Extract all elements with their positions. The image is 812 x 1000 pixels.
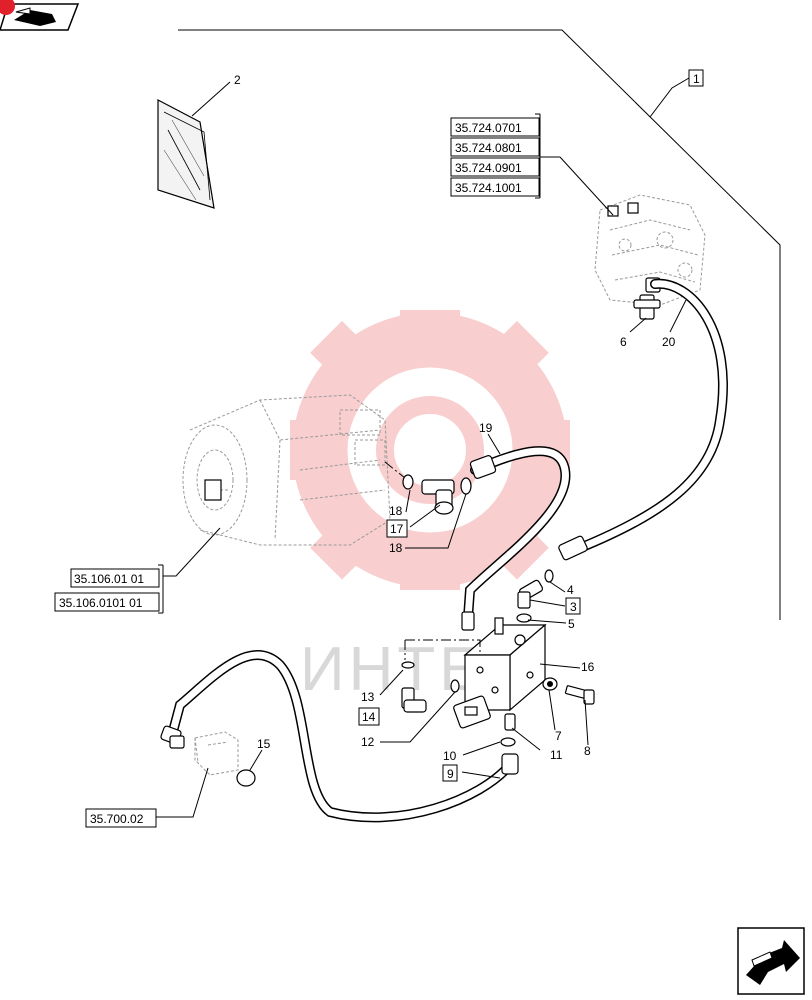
svg-text:3: 3 [570,600,577,614]
hydraulic-pump [182,394,391,546]
oring-10 [500,737,516,747]
fitting-11 [504,713,516,731]
svg-text:35.724.0701: 35.724.0701 [455,121,522,135]
elbow-fitting-17 [421,479,455,515]
callout-16[interactable]: 16 [581,660,595,674]
cap-15 [236,769,256,787]
callout-13[interactable]: 13 [361,690,375,704]
solenoid-valve [453,695,491,729]
elbow-fitting-3 [517,579,544,609]
motor-reference[interactable]: 35.700.02 [85,808,157,828]
callout-19[interactable]: 19 [479,421,493,435]
control-valve-block [594,194,706,306]
oring-5 [516,613,532,623]
pump-ref-010101[interactable]: 35.106.01 01 [70,568,160,588]
valve-reference-list: 35.724.0701 35.724.0801 35.724.0901 35.7… [450,113,541,199]
pump-ref-0101[interactable]: 35.106.0101 01 [54,592,160,612]
svg-text:35.106.01 01: 35.106.01 01 [74,572,144,586]
callout-8[interactable]: 8 [584,744,591,758]
notification-badge [0,0,15,15]
svg-text:1: 1 [693,72,700,86]
pump-reference-list: 35.106.01 01 35.106.0101 01 [54,568,160,612]
oring-18a [402,474,414,490]
callout-17[interactable]: 17 [386,519,408,538]
callout-4[interactable]: 4 [567,583,574,597]
callout-15[interactable]: 15 [257,737,271,751]
oring-12 [450,679,460,693]
hose-9 [160,650,519,823]
svg-text:35.724.1001: 35.724.1001 [455,181,522,195]
oring-4 [544,569,554,583]
callout-5[interactable]: 5 [568,617,575,631]
hose-20 [558,278,728,561]
forward-arrow-icon [746,940,800,985]
svg-text:35.724.0901: 35.724.0901 [455,161,522,175]
svg-text:14: 14 [362,710,376,724]
callout-7[interactable]: 7 [555,729,562,743]
svg-text:17: 17 [390,522,404,536]
svg-text:35.724.0801: 35.724.0801 [455,141,522,155]
svg-text:9: 9 [447,767,454,781]
hydraulic-motor [194,731,239,776]
bolt-8 [564,685,595,705]
callout-18-upper[interactable]: 18 [389,504,403,518]
oring-13 [401,661,415,669]
elbow-fitting-14 [401,687,427,713]
callout-18-lower[interactable]: 18 [389,541,403,555]
svg-text:35.700.02: 35.700.02 [90,812,144,826]
manual-document [157,99,215,209]
callout-12[interactable]: 12 [361,735,375,749]
top-nav-button[interactable] [0,3,80,31]
callout-14[interactable]: 14 [358,707,380,726]
callout-2[interactable]: 2 [234,73,241,87]
svg-text:35.106.0101 01: 35.106.0101 01 [59,596,143,610]
valve-ref-1001[interactable]: 35.724.1001 [450,177,540,197]
valve-ref-0701[interactable]: 35.724.0701 [450,117,540,137]
valve-ref-0801[interactable]: 35.724.0801 [450,137,540,157]
fitting-6 [633,294,661,320]
oring-18b [460,477,472,495]
callout-9[interactable]: 9 [442,764,458,782]
washer-7 [542,677,558,691]
callout-1[interactable]: 1 [688,69,704,87]
callout-11[interactable]: 11 [550,748,563,762]
callout-20[interactable]: 20 [662,335,676,349]
back-arrow-icon [14,7,56,26]
callout-10[interactable]: 10 [443,749,457,763]
manifold-block-16 [463,617,547,712]
callout-3[interactable]: 3 [565,597,581,615]
callout-6[interactable]: 6 [620,335,627,349]
valve-ref-0901[interactable]: 35.724.0901 [450,157,540,177]
hose-19 [461,446,571,631]
bottom-nav-button[interactable] [737,927,805,995]
